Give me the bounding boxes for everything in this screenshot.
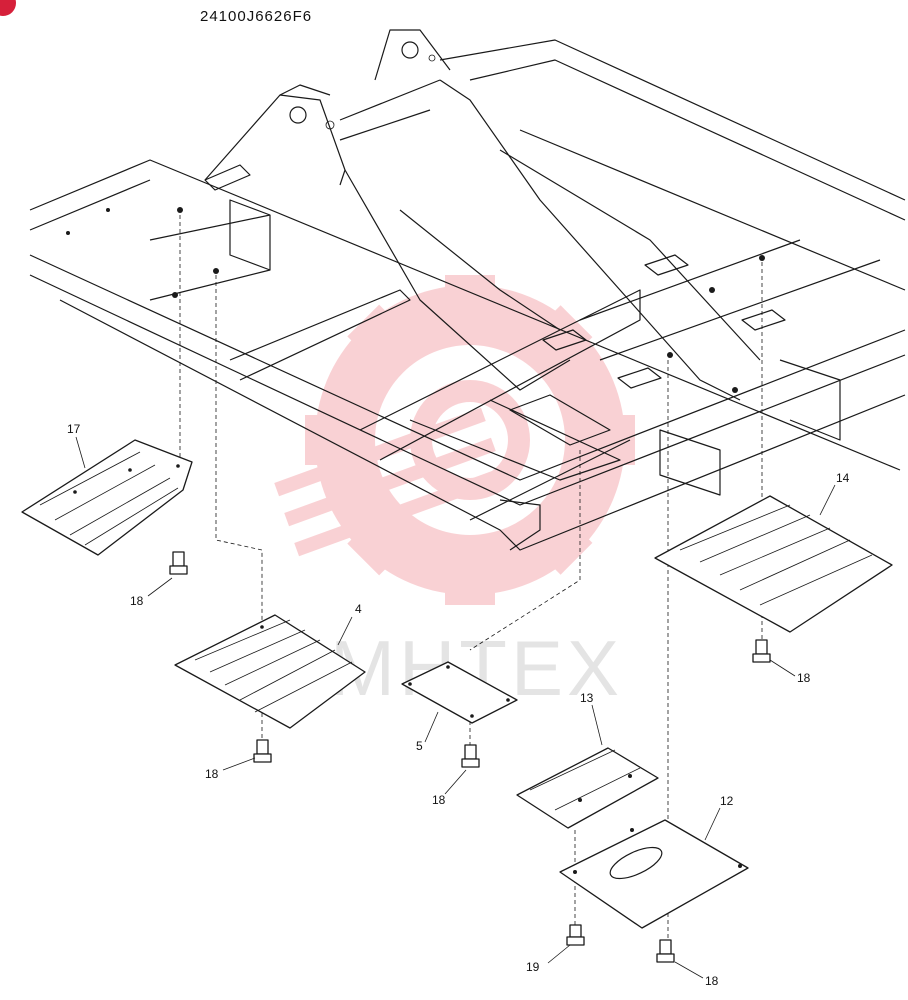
bracket-13 — [516, 747, 659, 829]
corner-badge — [0, 0, 16, 16]
callout-19: 19 — [526, 960, 540, 974]
leader-lines — [75, 436, 836, 979]
bolts — [169, 551, 771, 963]
cover-plate-14 — [654, 495, 893, 633]
bolt-18-e — [656, 939, 675, 963]
callout-12: 12 — [720, 794, 734, 808]
callout-13: 13 — [580, 691, 594, 705]
callout-18-e: 18 — [705, 974, 719, 988]
drawing-number: 24100J6626F6 — [200, 8, 313, 25]
callout-14: 14 — [836, 471, 850, 485]
bolt-19 — [566, 924, 585, 946]
callout-18-a: 18 — [130, 594, 144, 608]
callout-18-b: 18 — [205, 767, 219, 781]
callout-4: 4 — [355, 602, 362, 616]
bolt-18-b — [253, 739, 272, 763]
callout-18-c: 18 — [432, 793, 446, 807]
bolt-18-d — [752, 639, 771, 663]
bolt-18-c — [461, 744, 480, 768]
access-cover-5 — [401, 661, 518, 724]
main-frame — [29, 29, 906, 551]
bolt-18-a — [169, 551, 188, 575]
callout-18-d: 18 — [797, 671, 811, 685]
cover-plate-17 — [21, 439, 193, 556]
watermark-gear-logo — [274, 275, 635, 605]
callout-5: 5 — [416, 739, 423, 753]
callout-17: 17 — [67, 422, 81, 436]
callouts: 17 4 5 14 13 12 18 18 18 18 18 19 — [67, 422, 850, 988]
cover-plate-4 — [174, 614, 366, 729]
floor-plate-12 — [559, 819, 749, 929]
